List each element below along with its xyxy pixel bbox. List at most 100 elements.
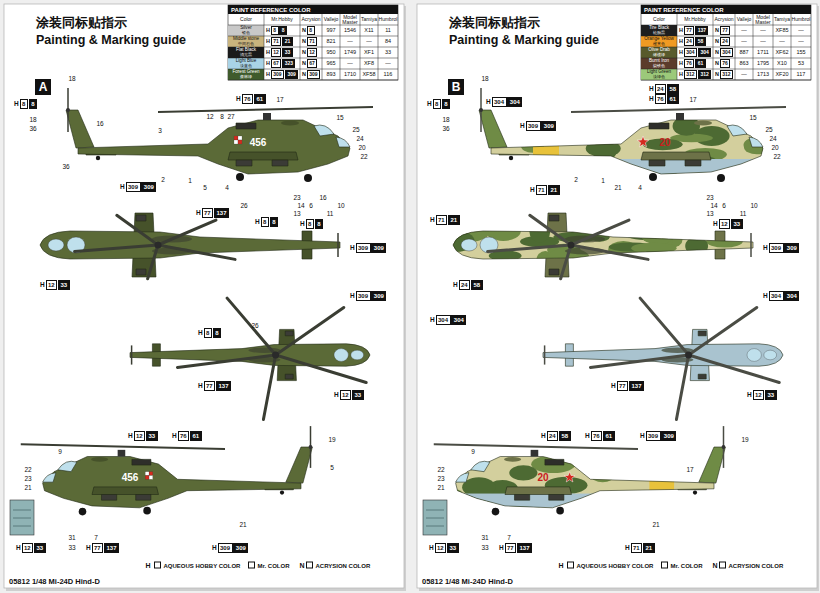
- rocket-pod: [685, 160, 701, 166]
- paint-prefix: H: [172, 433, 177, 440]
- underside-blue: [448, 494, 733, 523]
- mr-color-code: 309: [371, 243, 386, 252]
- table-cell: —: [753, 36, 773, 47]
- wheel: [693, 491, 697, 495]
- callout-number: 13: [706, 211, 713, 218]
- paint-prefix: H: [429, 545, 434, 552]
- rotor-mast: [263, 113, 271, 120]
- rotor-blades: [488, 215, 648, 278]
- red-star: [564, 472, 575, 482]
- helicopter-side-view: [434, 426, 740, 522]
- table-cell: XF20: [773, 69, 791, 80]
- engine-intake: [694, 121, 712, 126]
- mr-color-code: 33: [765, 390, 777, 399]
- callout-number: 1: [601, 178, 605, 185]
- wheel: [236, 173, 244, 181]
- rotor-blade: [117, 215, 158, 245]
- table-rule: [360, 14, 361, 80]
- color-sample-cell: [641, 36, 677, 47]
- color-sample-cell: [641, 69, 677, 80]
- guide-title: Painting & Marking guide: [36, 34, 186, 47]
- fuselage: [543, 344, 783, 366]
- main-rotor: [434, 444, 638, 449]
- paint-prefix: H: [255, 219, 260, 226]
- callout-number: 22: [437, 467, 444, 474]
- color-sample-cell: [228, 25, 264, 36]
- table-cell: Humbrol: [378, 14, 398, 25]
- table-cell: 淡蓝色: [228, 64, 264, 69]
- camo-patch: [528, 156, 550, 169]
- mr-color-code: 309: [141, 182, 156, 191]
- camo-patch: [592, 461, 627, 478]
- polish-checker: [145, 476, 149, 480]
- callout-number: 31: [68, 535, 75, 542]
- color-sample-cell: [228, 36, 264, 47]
- paint-code: 76: [178, 431, 190, 440]
- table-cell: Burnt Iron: [641, 58, 677, 63]
- callout-number: 14: [297, 203, 304, 210]
- camo-patch: [531, 455, 575, 473]
- page: [417, 4, 817, 588]
- callout-number: 7: [94, 535, 98, 542]
- table-frame: [641, 5, 811, 80]
- callout-number: 16: [96, 121, 103, 128]
- legend-item: ACRYSION COLOR: [719, 562, 783, 569]
- legend-text: AQUEOUS HOBBY COLOR: [164, 562, 241, 568]
- table-cell: —: [735, 25, 753, 36]
- paint-prefix: H: [266, 28, 270, 34]
- table-rule: [641, 80, 811, 81]
- aircraft-marking: 456: [250, 138, 267, 148]
- camo-patch: [683, 466, 713, 480]
- aircraft-marking: 20: [537, 473, 548, 483]
- paint-code: 77: [720, 26, 731, 34]
- paint-code: 309: [126, 182, 141, 191]
- paint-code: 12: [271, 48, 282, 56]
- paint-prefix: H: [713, 221, 718, 228]
- legend-sample: [661, 562, 668, 569]
- callout-number: 21: [24, 485, 31, 492]
- table-cell: Olive Drab: [641, 47, 677, 52]
- paint-prefix: N: [302, 72, 306, 78]
- fuselage: [43, 457, 301, 508]
- mr-color-code: 304: [784, 291, 799, 300]
- color-sample-cell: [641, 58, 677, 69]
- callout-number: 17: [276, 97, 283, 104]
- inset-frame: [10, 500, 34, 535]
- table-cell: —: [791, 36, 811, 47]
- paint-prefix: H: [530, 187, 535, 194]
- mr-color-code: 137: [214, 208, 229, 217]
- paint-prefix: H: [120, 184, 125, 191]
- paint-prefix: H: [16, 545, 21, 552]
- rotor-blade: [530, 215, 571, 245]
- table-rule: [300, 14, 301, 80]
- kit-footer: 05812 1/48 Mi-24D Hind-D: [422, 578, 513, 586]
- callout-number: 23: [437, 476, 444, 483]
- rotor-blade: [590, 355, 688, 367]
- table-cell: PAINT REFERENCE COLOR: [644, 5, 809, 14]
- paint-prefix: H: [520, 123, 525, 130]
- table-cell: XF85: [773, 25, 791, 36]
- color-sample-cell: [228, 69, 264, 80]
- table-cell: Acrysion: [713, 14, 735, 25]
- paint-code: 67: [307, 59, 318, 67]
- callout-number: 11: [327, 211, 334, 218]
- mr-color-code: 61: [190, 431, 202, 440]
- polish-checker: [145, 472, 149, 476]
- paint-prefix: H: [430, 217, 435, 224]
- camo-base: [471, 115, 771, 177]
- polish-checker: [234, 136, 238, 140]
- table-rule: [773, 14, 774, 80]
- mr-color-code: 8: [213, 328, 221, 337]
- legend-item: AQUEOUS HOBBY COLOR: [154, 562, 240, 569]
- mr-color-code: 8: [270, 217, 278, 226]
- table-rule: [264, 14, 265, 80]
- rotor-blade: [561, 245, 571, 279]
- wheel: [143, 507, 151, 515]
- legend-prefix: H: [558, 562, 563, 569]
- mr-color-code: 61: [254, 94, 266, 103]
- callout-number: 24: [356, 136, 363, 143]
- callout-number: 9: [58, 449, 62, 456]
- rotor-blade: [276, 307, 344, 355]
- camo-patch: [693, 250, 722, 263]
